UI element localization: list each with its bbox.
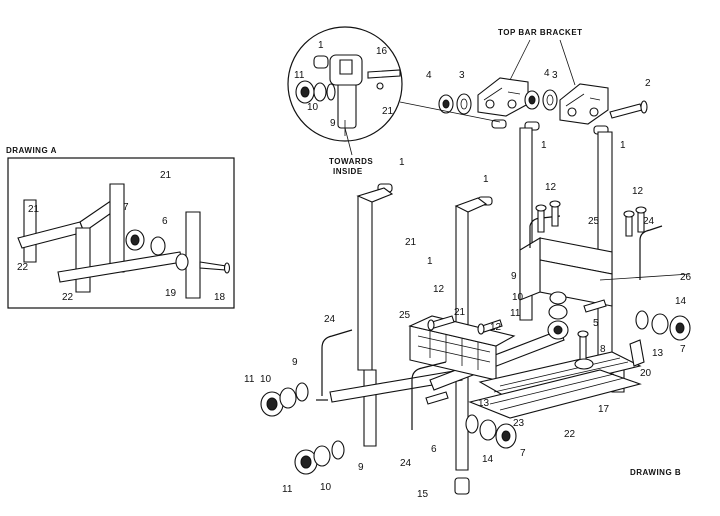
callout-drawing_a-22: 22	[62, 292, 74, 303]
hardware-stack-upper-left	[260, 382, 309, 417]
callout-inset_circle-10: 10	[307, 102, 319, 113]
bolt-6	[425, 391, 449, 405]
callout-main-24: 24	[400, 458, 412, 469]
callout-main-12: 12	[545, 182, 557, 193]
foot-20	[629, 339, 645, 367]
callout-main-7: 7	[520, 448, 526, 459]
caption-drawing-a: DRAWING A	[6, 146, 57, 155]
leader-bracket-right	[559, 39, 576, 86]
callout-main-2: 2	[645, 78, 651, 89]
callout-main-13: 13	[652, 348, 664, 359]
washer-17	[574, 358, 594, 370]
callout-labels-drawing-a: 21 21 7 6 22 22 19 18	[17, 170, 226, 303]
callout-main-9: 9	[511, 271, 517, 282]
callout-main-21: 21	[454, 307, 466, 318]
callout-drawing_a-21: 21	[28, 204, 40, 215]
callout-main-1: 1	[483, 174, 489, 185]
floor-22	[468, 369, 642, 419]
inset-detail-circle	[287, 26, 501, 156]
callout-main-11: 11	[510, 308, 521, 319]
callout-main-13: 13	[478, 398, 490, 409]
bolts-12	[427, 200, 647, 361]
callout-main-25: 25	[399, 310, 411, 321]
callout-main-14: 14	[482, 454, 494, 465]
armrest-24-front	[411, 361, 447, 430]
hardware-stack-right	[635, 310, 691, 341]
callout-main-20: 20	[640, 368, 652, 379]
drawing-a-box	[7, 157, 235, 309]
spacer-3-left	[456, 93, 472, 115]
armrest-24-right	[639, 225, 663, 280]
callout-drawing_a-22: 22	[17, 262, 29, 273]
callout-inset_circle-21: 21	[382, 106, 394, 117]
caption-inside: INSIDE	[333, 167, 363, 176]
callout-main-22: 22	[564, 429, 576, 440]
callout-main-10: 10	[260, 374, 272, 385]
callout-main-3: 3	[552, 70, 558, 81]
top-bar-bracket-right	[559, 83, 609, 125]
footrest-23	[478, 351, 642, 399]
hardware-stack-lower-left	[294, 440, 345, 475]
callout-main-24: 24	[643, 216, 655, 227]
callout-main-1: 1	[541, 140, 547, 151]
nut-4-right	[524, 90, 540, 110]
callout-main-11: 11	[282, 484, 293, 495]
armrest-24-left	[321, 329, 353, 396]
callout-main-9: 9	[358, 462, 364, 473]
callout-main-9: 9	[292, 357, 298, 368]
callout-main-24: 24	[324, 314, 336, 325]
callout-main-21: 21	[405, 237, 417, 248]
frame-bars	[329, 127, 625, 495]
callout-main-6: 6	[431, 444, 437, 455]
callout-main-26: 26	[680, 272, 692, 283]
nut-4-left	[438, 94, 454, 114]
cap-1-a	[491, 119, 507, 129]
callout-main-12: 12	[632, 186, 644, 197]
callout-main-7: 7	[680, 344, 686, 355]
callout-main-11: 11	[244, 374, 255, 385]
callout-main-25: 25	[588, 216, 600, 227]
callout-main-1: 1	[399, 157, 405, 168]
callout-inset_circle-11: 11	[294, 70, 305, 81]
callout-main-23: 23	[513, 418, 525, 429]
hardware-stack-front	[465, 414, 517, 449]
caption-drawing-b: DRAWING B	[630, 468, 681, 477]
callout-main-4: 4	[426, 70, 432, 81]
callout-main-1: 1	[427, 256, 433, 267]
hardware-stack-middle	[547, 291, 569, 340]
callout-main-1: 1	[620, 140, 626, 151]
callout-inset_circle-9: 9	[330, 118, 336, 129]
top-bar-bracket-left	[477, 77, 529, 117]
callout-main-3: 3	[459, 70, 465, 81]
spacer-3-right	[542, 89, 558, 111]
callout-main-12: 12	[433, 284, 445, 295]
callout-main-15: 15	[417, 489, 429, 500]
callout-main-10: 10	[512, 292, 524, 303]
leader-26	[599, 273, 691, 281]
callout-inset_circle-1: 1	[318, 40, 324, 51]
callout-main-10: 10	[320, 482, 332, 493]
callout-main-17: 17	[598, 404, 610, 415]
callout-drawing_a-6: 6	[162, 216, 168, 227]
callout-labels-inset: 1 16 11 10 9 21	[294, 40, 394, 129]
caption-towards: TOWARDS	[329, 157, 373, 166]
caption-top-bar-bracket: TOP BAR BRACKET	[498, 28, 583, 37]
callout-main-14: 14	[675, 296, 687, 307]
callout-drawing_a-21: 21	[160, 170, 172, 181]
callout-main-8: 8	[600, 344, 606, 355]
callout-main-5: 5	[593, 318, 599, 329]
bolt-2	[609, 100, 648, 119]
callout-drawing_a-19: 19	[165, 288, 177, 299]
callout-main-4: 4	[544, 68, 550, 79]
bolt-5	[583, 299, 607, 313]
leader-bracket-left	[509, 39, 531, 81]
callout-drawing_a-18: 18	[214, 292, 226, 303]
callout-main-12: 12	[490, 322, 502, 333]
callout-drawing_a-7: 7	[123, 202, 129, 213]
callout-inset_circle-16: 16	[376, 46, 388, 57]
